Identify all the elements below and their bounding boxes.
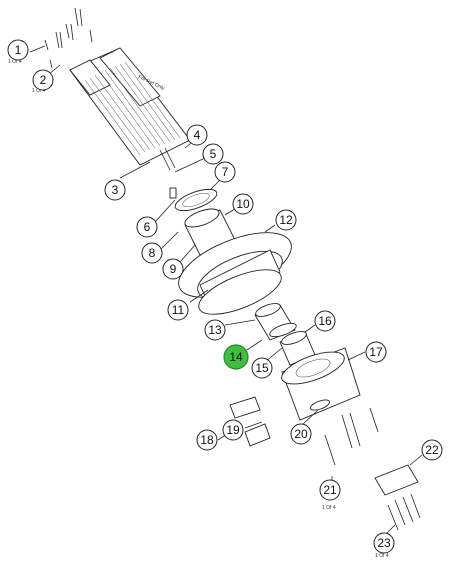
svg-text:13: 13 (208, 323, 222, 337)
callout-12: 12 (275, 209, 297, 231)
qty-note-23: 1 Of 4 (375, 553, 389, 559)
callout-15: 15 (251, 357, 273, 379)
svg-text:10: 10 (236, 197, 250, 211)
svg-text:15: 15 (255, 361, 269, 375)
callout-18: 18 (196, 429, 218, 451)
svg-text:23: 23 (377, 536, 391, 550)
qty-note-2: 1 Of 4 (32, 88, 46, 94)
svg-text:14: 14 (229, 350, 243, 364)
callout-16: 16 (314, 310, 336, 332)
callout-21: 21 (319, 479, 341, 501)
callout-2: 2 (32, 69, 54, 91)
part-6-fitting (154, 187, 177, 223)
part-23-bolts (384, 493, 421, 536)
callout-9: 9 (162, 258, 184, 280)
callout-13: 13 (204, 319, 226, 341)
part-7-disc (174, 179, 221, 212)
svg-text:19: 19 (226, 423, 240, 437)
part-11-12-rings (178, 224, 292, 315)
callout-1: 1 (7, 39, 29, 61)
svg-text:12: 12 (279, 213, 293, 227)
parts-15-16 (264, 322, 316, 366)
parts-18-19-fittings (217, 396, 271, 447)
part-21-bolts (324, 407, 379, 485)
parts-8-9 (159, 231, 196, 263)
svg-text:5: 5 (210, 147, 217, 161)
svg-text:21: 21 (323, 483, 337, 497)
callout-11: 11 (167, 299, 189, 321)
callout-22: 22 (421, 439, 443, 461)
svg-text:17: 17 (369, 345, 383, 359)
svg-text:8: 8 (149, 246, 156, 260)
svg-text:16: 16 (318, 314, 332, 328)
svg-text:18: 18 (200, 433, 214, 447)
callout-14-highlighted: 14 (223, 344, 249, 370)
callout-6: 6 (136, 216, 158, 238)
callout-8: 8 (141, 242, 163, 264)
svg-text:7: 7 (222, 165, 229, 179)
callout-5: 5 (202, 143, 224, 165)
svg-text:9: 9 (170, 262, 177, 276)
callout-7: 7 (214, 161, 236, 183)
callout-4: 4 (186, 124, 208, 146)
callout-17: 17 (365, 341, 387, 363)
svg-text:22: 22 (425, 443, 439, 457)
part-20-oring (301, 399, 330, 426)
callout-19: 19 (222, 419, 244, 441)
svg-text:6: 6 (144, 220, 151, 234)
part-3-housing: For Ref Only (69, 47, 191, 179)
svg-text:1: 1 (15, 43, 22, 57)
svg-text:20: 20 (294, 427, 308, 441)
part-17-base (281, 347, 366, 421)
svg-text:4: 4 (194, 128, 201, 142)
svg-text:2: 2 (40, 73, 47, 87)
callout-3: 3 (104, 179, 126, 201)
part-22-block (374, 454, 423, 496)
callout-20: 20 (290, 423, 312, 445)
qty-note-21: 1 Of 4 (322, 505, 336, 511)
svg-text:11: 11 (172, 303, 185, 317)
svg-text:3: 3 (112, 183, 119, 197)
part-14-leader (246, 339, 263, 351)
qty-note-1: 1 Of 4 (8, 59, 22, 65)
callout-10: 10 (232, 193, 254, 215)
callout-23: 23 (373, 532, 395, 554)
